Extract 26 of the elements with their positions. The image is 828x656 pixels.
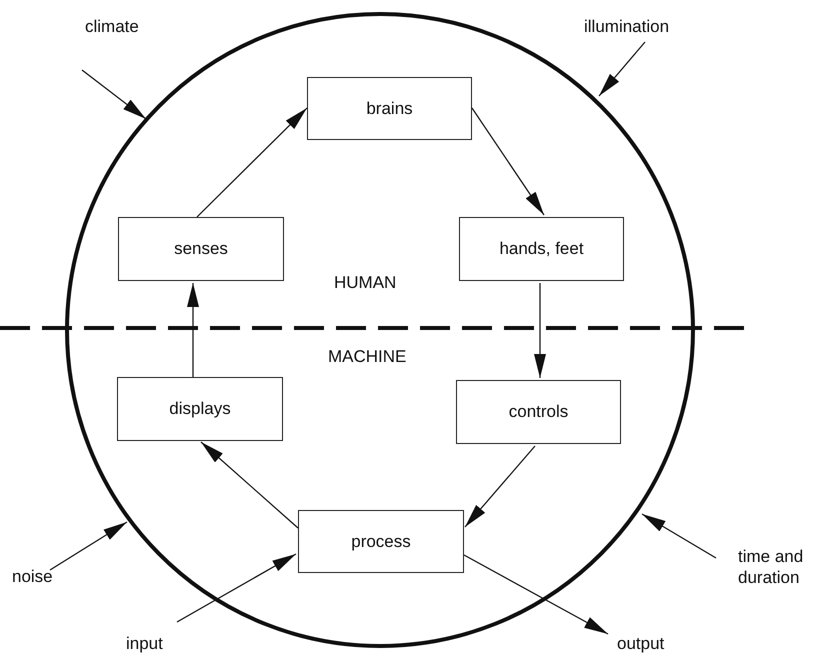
arrow [196,108,308,218]
factor-label: noise [12,566,54,587]
arrow [187,283,199,377]
factor-label: illumination [584,16,670,37]
arrow [472,108,544,216]
arrow [464,554,608,635]
arrow [200,442,298,528]
factor-label: time and duration [738,546,804,588]
process-box: senses [118,217,284,281]
zone-label: HUMAN [334,273,396,293]
process-box: hands, feet [459,217,624,281]
process-box: process [298,510,464,573]
factor-label: climate [85,16,140,37]
process-box: brains [307,77,472,140]
arrow [642,513,716,559]
arrow [598,42,646,96]
arrow [50,522,128,570]
factor-label: output [617,633,666,654]
zone-label: MACHINE [328,347,406,367]
arrow [82,70,146,120]
factor-label: input [126,633,164,654]
arrow [464,446,536,528]
process-box: controls [456,380,621,444]
arrow [534,283,546,378]
arrow [176,553,296,623]
process-box: displays [117,377,283,441]
